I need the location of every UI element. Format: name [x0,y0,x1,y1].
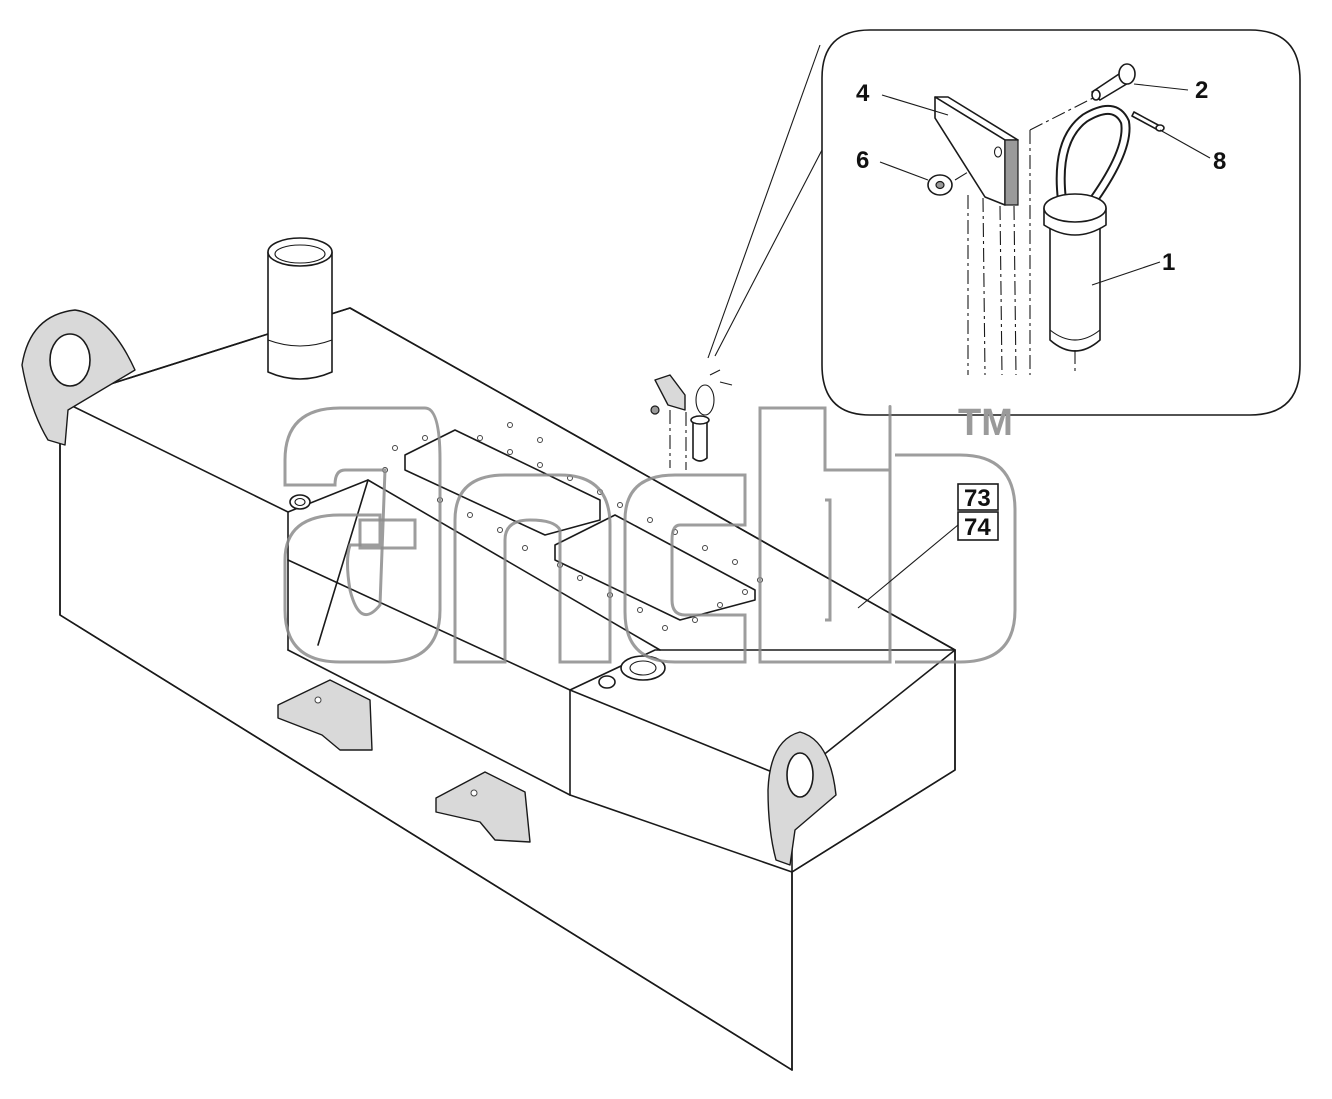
callout-8: 8 [1213,148,1226,175]
filler-neck [267,237,333,380]
inspection-opening-2 [554,514,756,621]
reference-box: 73 74 [857,483,999,609]
detail-leader-1 [707,44,821,359]
drain-port [289,494,311,510]
detail-leader-2 [714,149,823,357]
detail-frame [821,29,1301,416]
callout-4: 4 [856,80,870,107]
callout-2: 2 [1195,77,1208,104]
center-lines [954,96,1096,376]
watermark-logo: TM [283,402,1017,664]
tank-left-face [59,307,956,1071]
fuel-tank [21,237,956,1071]
angle-bracket-part [934,96,1019,206]
mounting-bracket-1 [277,679,373,751]
cotter-pin-part [1131,111,1165,132]
callout-6: 6 [856,147,869,174]
reference-73: 73 [964,485,991,512]
clevis-pin-part [1091,63,1136,101]
trademark-mark: TM [958,402,1013,444]
mounting-bracket-2 [435,771,531,843]
callout-1: 1 [1162,249,1175,276]
washer-part [927,174,953,196]
sender-port [598,655,666,689]
lifting-lug-left [21,309,136,446]
installed-pin-assembly [650,369,733,470]
lock-pin-part [1043,105,1131,352]
detail-view: 4 6 2 8 1 [821,29,1301,416]
callout-leaders [879,83,1211,286]
inspection-opening-1 [404,429,601,536]
reference-74: 74 [964,514,991,541]
lifting-lug-right [767,731,837,866]
